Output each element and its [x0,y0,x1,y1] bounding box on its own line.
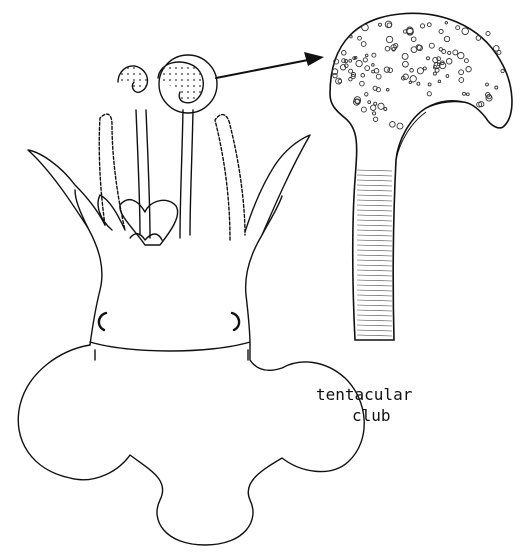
label-club: club [352,406,391,426]
buccal-area [120,200,178,245]
tentacle-right [180,110,183,238]
right-eye [232,313,239,330]
mantle-collar [90,342,250,351]
tentacle-left [136,110,140,235]
club-enlarged [330,13,512,340]
arm-right [215,115,245,240]
arrow-head [304,52,324,66]
arrow-line [216,60,308,78]
left-eye [99,313,106,330]
arm-far-right [245,135,310,235]
label-tentacular: tentacular [316,385,412,405]
squid-fins [18,345,364,545]
arm-far-left [28,150,105,228]
club-stalk-texture [357,170,392,336]
